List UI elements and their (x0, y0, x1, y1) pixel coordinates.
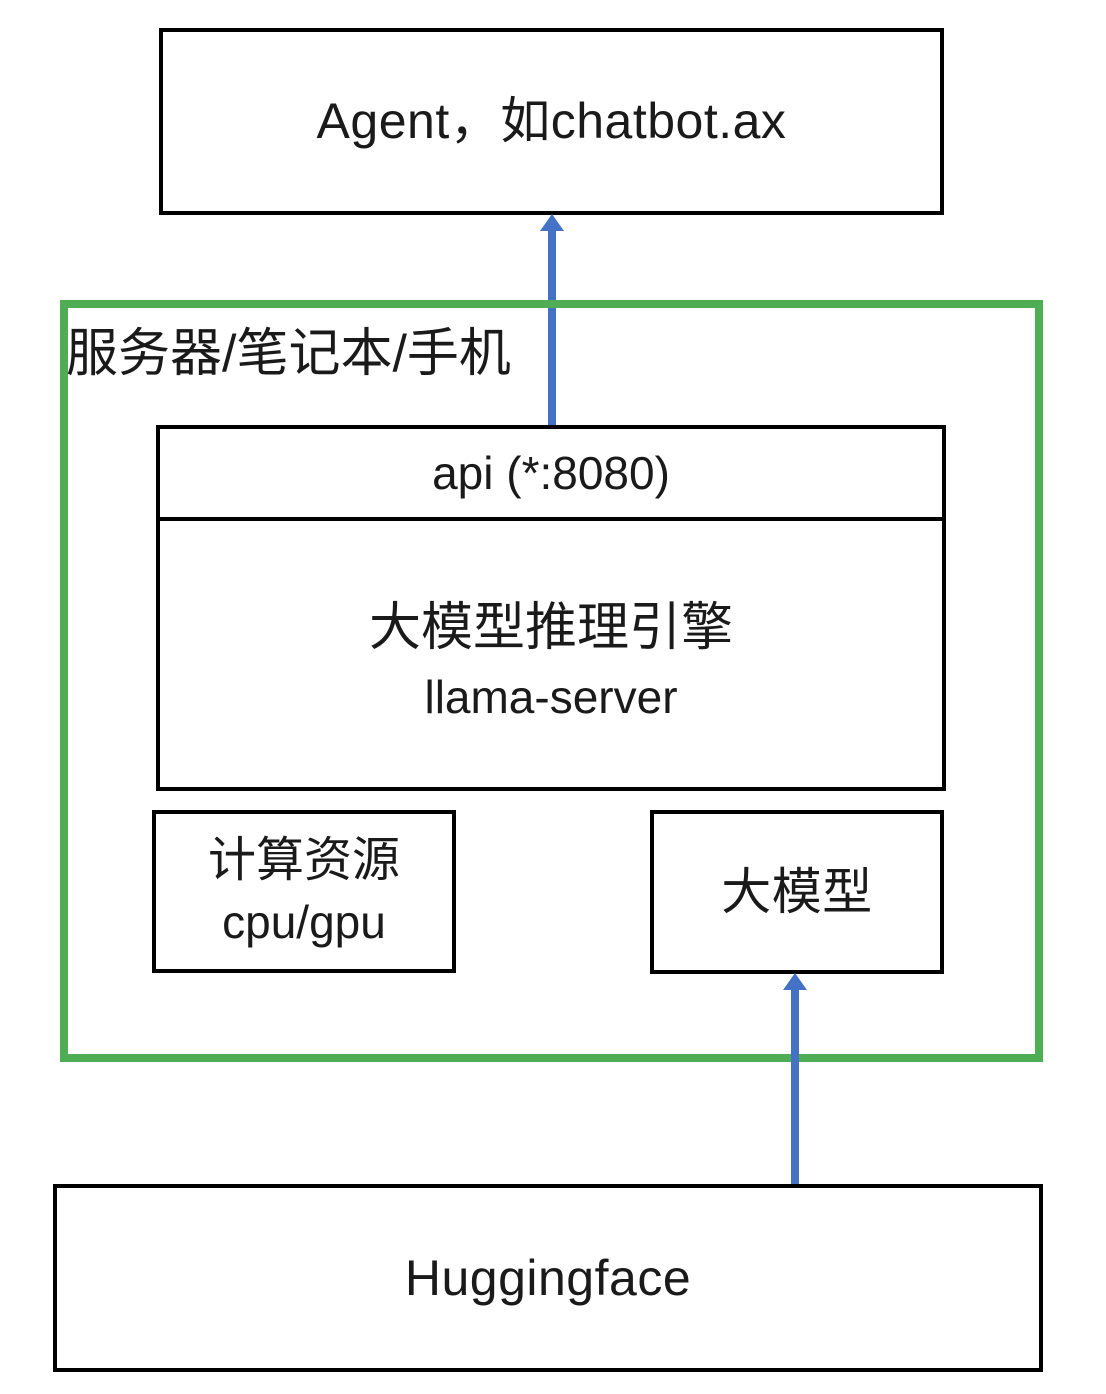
engine-box: api (*:8080) 大模型推理引擎 llama-server (156, 425, 946, 791)
arrow-api-to-agent (540, 214, 564, 425)
compute-box-title: 计算资源 (207, 834, 400, 888)
arrow-huggingface-to-model (783, 973, 807, 1184)
arrow-up-icon (783, 973, 807, 990)
agent-box: Agent，如chatbot.ax (159, 28, 944, 215)
compute-box: 计算资源 cpu/gpu (152, 810, 456, 973)
arrow-line (548, 231, 556, 425)
huggingface-box-label: Huggingface (404, 1249, 692, 1306)
engine-body: 大模型推理引擎 llama-server (160, 521, 942, 787)
model-box-label: 大模型 (721, 863, 873, 920)
arrow-up-icon (540, 214, 564, 231)
compute-box-subtitle: cpu/gpu (222, 895, 386, 948)
huggingface-box: Huggingface (53, 1184, 1043, 1372)
api-header: api (*:8080) (160, 429, 942, 521)
engine-title: 大模型推理引擎 (368, 598, 733, 657)
agent-box-label: Agent，如chatbot.ax (316, 93, 787, 150)
device-group-box (60, 300, 1043, 1062)
model-box: 大模型 (650, 810, 944, 974)
device-group-label: 服务器/笔记本/手机 (66, 325, 511, 383)
engine-subtitle: llama-server (424, 670, 678, 723)
arrow-line (791, 990, 799, 1184)
api-header-label: api (*:8080) (432, 447, 670, 499)
